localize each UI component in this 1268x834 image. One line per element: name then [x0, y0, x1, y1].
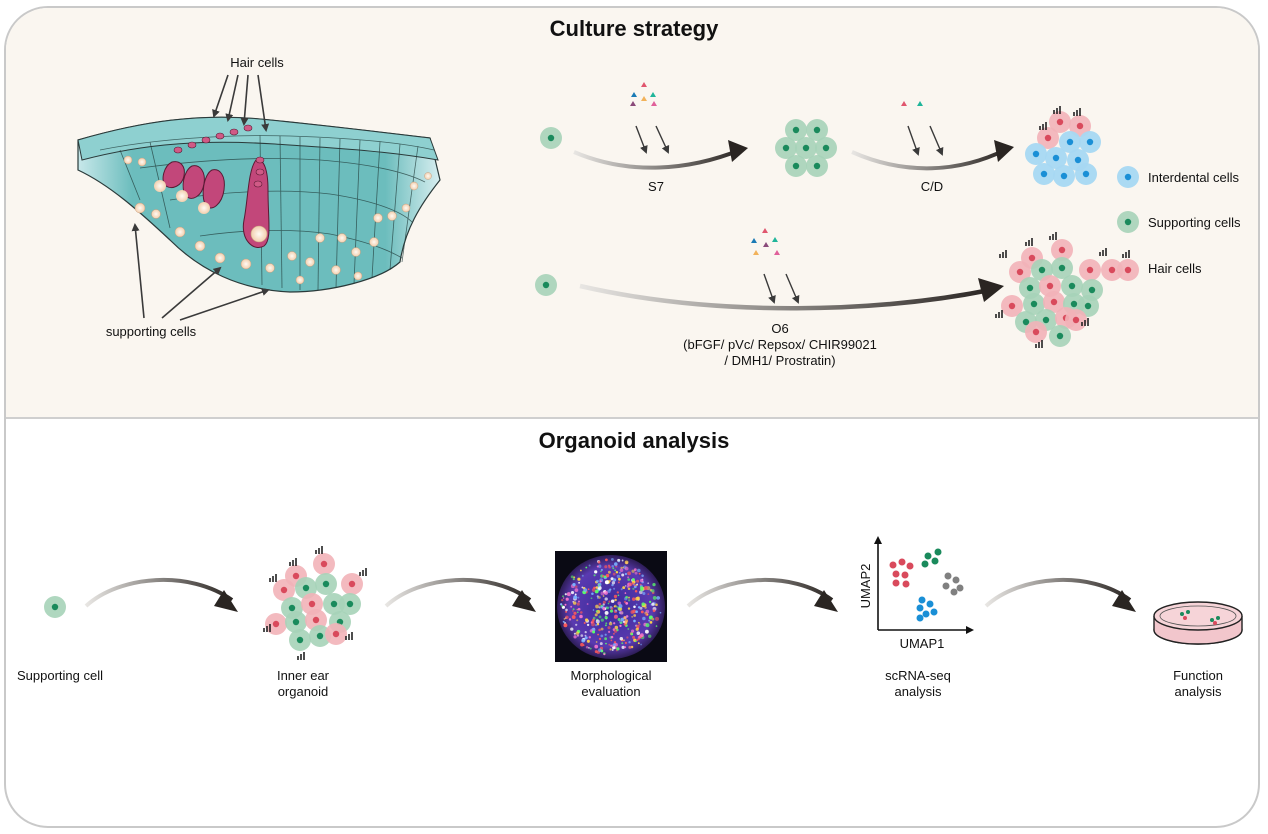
supporting-cell-start-o6: [535, 274, 557, 296]
anatomy-pointer-arrows: [131, 74, 270, 321]
o6-molecules: [751, 228, 780, 255]
legend-interdental-label: Interdental cells: [1148, 170, 1240, 185]
workflow-step-function-line1: Function: [1173, 668, 1223, 683]
interdental-cluster: [1025, 105, 1101, 187]
workflow-step-organoid-line2: organoid: [277, 684, 329, 699]
workflow-arrows: [84, 577, 1136, 612]
supporting-cells-annotation: supporting cells: [105, 324, 197, 339]
organoid-cluster-large: [995, 231, 1123, 349]
o6-arrow: [579, 283, 991, 311]
umap-y-label: UMAP2: [858, 563, 873, 609]
morphological-microscopy-image: [555, 551, 667, 662]
section-divider: [6, 417, 1258, 419]
hair-cells-annotation: Hair cells: [230, 55, 284, 70]
cd-arrow: [851, 148, 1006, 171]
workflow-step-scrna-line1: scRNA-seq: [885, 668, 951, 683]
workflow-step-morphology-line2: evaluation: [581, 684, 641, 699]
cochlea-epithelium-illustration: [77, 116, 441, 293]
legend-interdental-icon: [1117, 166, 1139, 188]
o6-factors-line1: (bFGF/ pVc/ Repsox/ CHIR99021: [683, 337, 877, 352]
workflow-step-morphology-line1: Morphological: [570, 668, 652, 683]
workflow-step-function-line2: analysis: [1174, 684, 1222, 699]
legend-hair-icon: [1117, 259, 1139, 281]
supporting-cell-start-s7: [540, 127, 562, 149]
legend-supporting-icon: [1117, 211, 1139, 233]
s7-label: S7: [648, 179, 664, 194]
s7-molecules: [630, 82, 657, 106]
o6-label: O6: [771, 321, 789, 336]
legend-hair-label: Hair cells: [1148, 261, 1202, 276]
legend: [1117, 166, 1139, 281]
workflow-supporting-cell-icon: [44, 596, 66, 618]
legend-supporting-label: Supporting cells: [1148, 215, 1241, 230]
cd-label: C/D: [920, 179, 944, 194]
umap-plot-icon: [874, 536, 974, 634]
culture-strategy-title: Culture strategy: [549, 16, 719, 41]
workflow-step-scrna-line2: analysis: [894, 684, 942, 699]
supporting-cell-cluster: [775, 119, 837, 177]
petri-dish-icon: [1153, 601, 1243, 645]
s7-arrow: [573, 148, 741, 170]
inner-ear-organoid-icon: [263, 545, 367, 661]
workflow-step-supporting-cell: Supporting cell: [17, 668, 103, 683]
umap-x-label: UMAP1: [899, 636, 945, 651]
o6-factors-line2: / DMH1/ Prostratin): [724, 353, 836, 368]
workflow-step-organoid-line1: Inner ear: [276, 668, 330, 683]
organoid-analysis-title: Organoid analysis: [538, 428, 730, 453]
